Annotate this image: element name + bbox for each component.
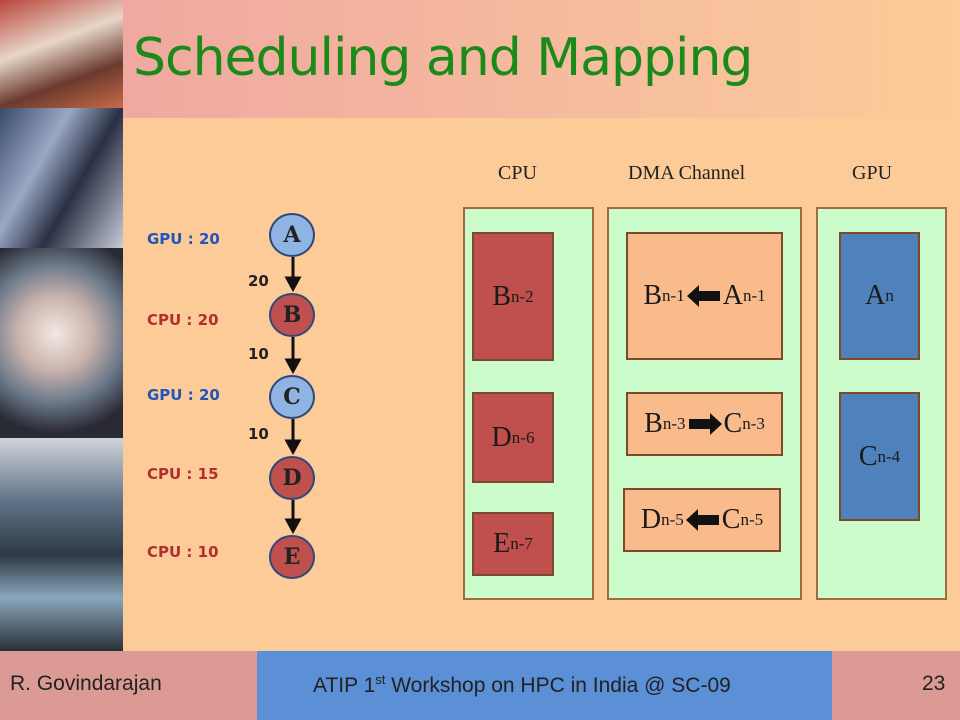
node-e-cost: : 10 xyxy=(186,543,219,561)
node-d-cost: : 15 xyxy=(186,465,219,483)
cluster-hardware-photo xyxy=(0,438,123,651)
edge-cd-weight: 10 xyxy=(248,425,269,443)
gpu-column-header: GPU xyxy=(852,162,893,184)
footer-event: ATIP 1st Workshop on HPC in India @ SC-0… xyxy=(313,672,731,698)
node-d-proc: CPU xyxy=(147,465,182,483)
cpu-task-3-sub: n-7 xyxy=(510,534,533,553)
footer-center-band xyxy=(257,651,832,720)
node-c-mapping: GPU : 20 xyxy=(147,386,220,404)
node-e-proc: CPU xyxy=(147,543,182,561)
node-d-mapping: CPU : 15 xyxy=(147,465,219,483)
node-c-cost: : 20 xyxy=(187,386,220,404)
photo-strip xyxy=(0,0,123,651)
datacenter-photo xyxy=(0,0,123,108)
dma-1-right-sub: n-1 xyxy=(742,286,766,305)
arrow-left-icon xyxy=(685,509,719,531)
task-node-e: E xyxy=(269,535,315,579)
dma-3-right: C xyxy=(721,504,741,535)
node-b-cost: : 20 xyxy=(186,311,219,329)
edge-bc-weight: 10 xyxy=(248,345,269,363)
gpu-task-2-base: C xyxy=(858,440,878,472)
footer-event-post: Workshop on HPC in India @ SC-09 xyxy=(385,674,731,697)
dma-3-left: D xyxy=(640,504,662,535)
node-a-mapping: GPU : 20 xyxy=(147,230,220,248)
node-b-mapping: CPU : 20 xyxy=(147,311,219,329)
arrow-right-icon xyxy=(688,413,722,435)
molecule-photo xyxy=(0,248,123,438)
task-node-c: C xyxy=(269,375,315,419)
cpu-task-3-base: E xyxy=(493,528,511,559)
dma-3-left-sub: n-5 xyxy=(661,510,684,529)
dma-2-right-sub: n-3 xyxy=(742,414,765,433)
server-rack-photo xyxy=(0,108,123,248)
dma-2-left-sub: n-3 xyxy=(662,414,686,433)
node-c-proc: GPU xyxy=(147,386,183,404)
footer-event-sup: st xyxy=(375,672,386,687)
cpu-task-1-base: B xyxy=(492,280,511,312)
dma-2-left: B xyxy=(644,408,663,439)
node-a-proc: GPU xyxy=(147,230,183,248)
dma-1-left-sub: n-1 xyxy=(662,286,685,305)
footer-event-pre: ATIP 1 xyxy=(313,674,376,697)
gpu-task-1-base: A xyxy=(865,280,886,311)
task-node-a: A xyxy=(269,213,315,257)
node-a-cost: : 20 xyxy=(187,230,220,248)
title-bar xyxy=(123,0,960,118)
node-e-mapping: CPU : 10 xyxy=(147,543,219,561)
dma-2-right: C xyxy=(723,408,743,439)
task-node-b: B xyxy=(269,293,315,337)
dma-3-right-sub: n-5 xyxy=(740,510,764,529)
arrow-left-icon xyxy=(686,285,720,307)
dma-1-left: B xyxy=(643,280,663,311)
edge-ab-weight: 20 xyxy=(248,272,269,290)
dma-1-right: A xyxy=(722,280,743,311)
task-node-d: D xyxy=(269,456,315,500)
footer-bar xyxy=(0,651,960,720)
page-title: Scheduling and Mapping xyxy=(133,28,753,88)
node-b-proc: CPU xyxy=(147,311,182,329)
dma-column-header: DMA Channel xyxy=(628,162,746,184)
cpu-task-1-sub: n-2 xyxy=(511,286,534,306)
footer-author: R. Govindarajan xyxy=(10,672,162,695)
cpu-task-2-base: D xyxy=(491,421,512,453)
cpu-task-2-sub: n-6 xyxy=(511,427,535,447)
page-number: 23 xyxy=(922,672,946,695)
gpu-task-1-sub: n xyxy=(885,286,894,305)
cpu-column-header: CPU xyxy=(498,162,537,184)
gpu-task-2-sub: n-4 xyxy=(877,446,901,466)
